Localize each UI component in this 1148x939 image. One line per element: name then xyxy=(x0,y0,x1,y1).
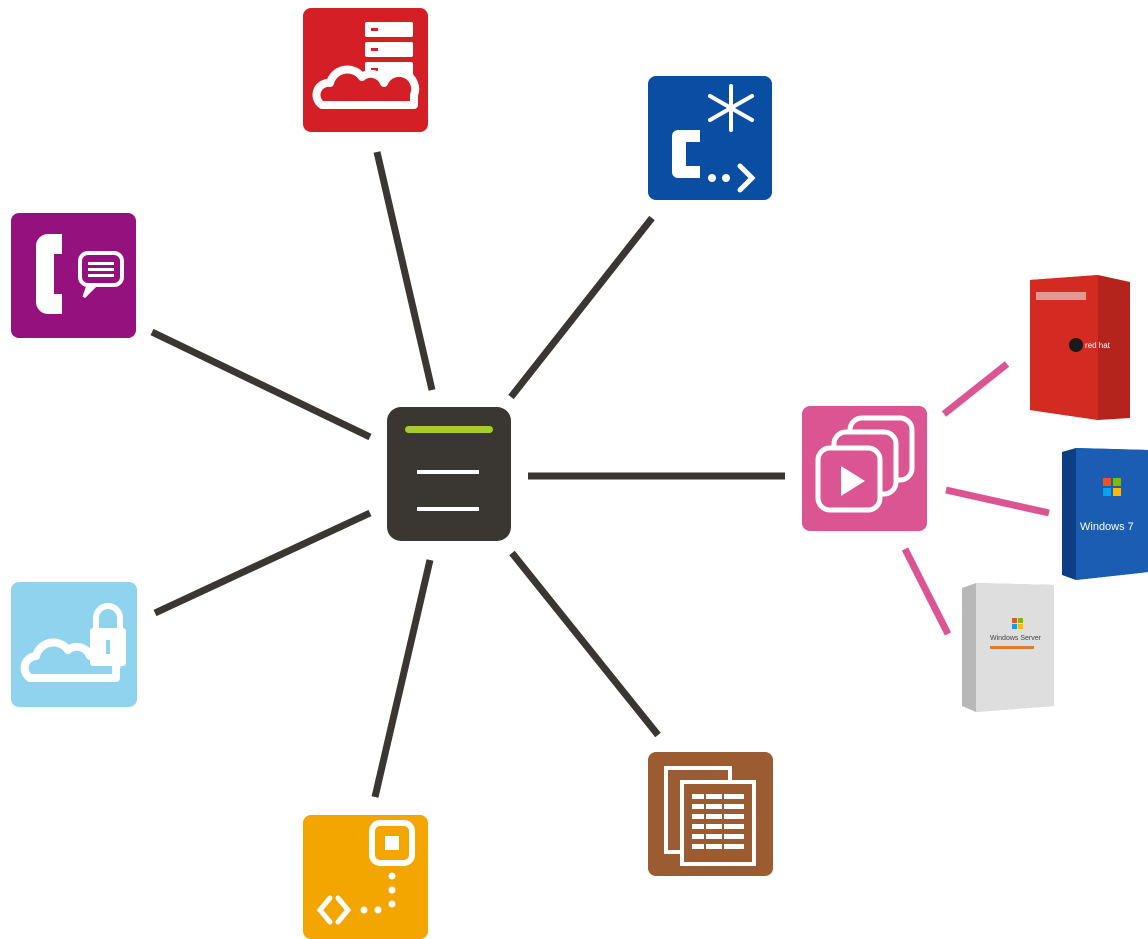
windows-server-label: Windows Server xyxy=(990,635,1042,642)
product-lines xyxy=(901,361,1050,636)
link-windows7 xyxy=(945,486,1050,517)
cloud-lock-icon xyxy=(11,582,137,707)
windows7-label: Windows 7 xyxy=(1080,521,1134,533)
windows7-box-icon: Windows 7 xyxy=(1062,448,1148,580)
documents-icon xyxy=(648,752,773,876)
link-windows-server xyxy=(901,547,952,636)
star-connector-icon xyxy=(648,76,772,200)
module-arrow-icon xyxy=(303,815,428,939)
link-redhat xyxy=(941,361,1010,417)
link-secure-cloud xyxy=(153,509,372,617)
connector-lines xyxy=(150,151,785,798)
redhat-label: red hat xyxy=(1085,341,1111,350)
link-telephony xyxy=(150,328,372,441)
windows-server-box-icon: Windows Server xyxy=(962,583,1054,712)
link-cloud-server xyxy=(373,151,436,391)
link-documents xyxy=(509,550,661,738)
virtual-media-icon xyxy=(802,406,927,531)
redhat-box-icon: red hat xyxy=(1030,275,1130,420)
link-integration xyxy=(371,559,434,798)
server-hub-icon xyxy=(387,407,511,541)
phone-chat-icon xyxy=(11,213,136,338)
cloud-server-icon xyxy=(303,8,428,132)
link-connector xyxy=(508,215,655,400)
